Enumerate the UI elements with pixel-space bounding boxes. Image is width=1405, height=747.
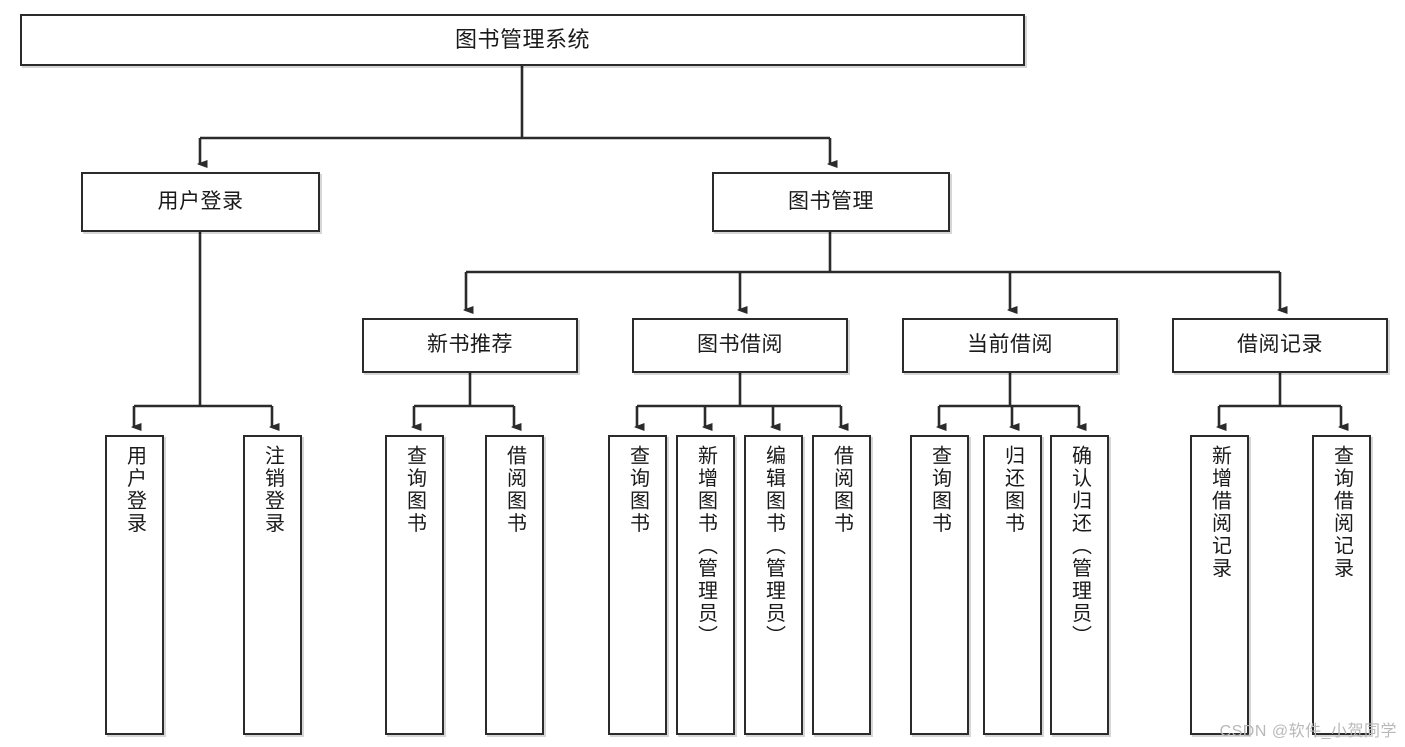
node-leaf-user-login[interactable]: 用户登录: [105, 435, 164, 735]
node-leaf-confirm-return[interactable]: 确认归还（管理员）: [1050, 435, 1109, 735]
node-leaf-add-book[interactable]: 新增图书（管理员）: [676, 435, 735, 735]
node-book-manage-label: 图书管理: [788, 189, 874, 213]
node-leaf-query-book-2-label: 查询图书: [626, 445, 649, 535]
node-user-login-label: 用户登录: [157, 189, 244, 213]
node-leaf-return-book[interactable]: 归还图书: [983, 435, 1042, 735]
node-leaf-user-login-label: 用户登录: [123, 445, 146, 535]
node-leaf-query-book-1-label: 查询图书: [403, 445, 426, 535]
node-leaf-add-record-label: 新增借阅记录: [1208, 445, 1231, 580]
node-leaf-query-record[interactable]: 查询借阅记录: [1312, 435, 1371, 735]
node-leaf-borrow-book-2[interactable]: 借阅图书: [812, 435, 871, 735]
node-leaf-logout-label: 注销登录: [261, 445, 284, 535]
node-book-borrow[interactable]: 图书借阅: [632, 318, 848, 373]
node-leaf-borrow-book-1[interactable]: 借阅图书: [485, 435, 544, 735]
node-leaf-borrow-book-2-label: 借阅图书: [830, 445, 853, 535]
node-leaf-query-book-1[interactable]: 查询图书: [385, 435, 444, 735]
node-leaf-edit-book-label: 编辑图书（管理员）: [762, 445, 785, 648]
node-user-login[interactable]: 用户登录: [81, 172, 320, 232]
node-borrow-record-label: 借阅记录: [1237, 333, 1323, 357]
node-leaf-query-book-2[interactable]: 查询图书: [608, 435, 667, 735]
watermark: CSDN @软件_小贺同学: [1219, 723, 1397, 740]
node-book-borrow-label: 图书借阅: [697, 333, 783, 357]
node-root[interactable]: 图书管理系统: [20, 14, 1025, 66]
node-leaf-add-book-label: 新增图书（管理员）: [694, 445, 717, 648]
node-leaf-return-book-label: 归还图书: [1001, 445, 1024, 535]
node-new-book-recommend-label: 新书推荐: [427, 333, 513, 357]
node-leaf-logout[interactable]: 注销登录: [243, 435, 302, 735]
node-root-label: 图书管理系统: [454, 27, 590, 53]
node-current-borrow-label: 当前借阅: [967, 333, 1053, 357]
node-leaf-query-book-3-label: 查询图书: [928, 445, 951, 535]
node-leaf-confirm-return-label: 确认归还（管理员）: [1068, 445, 1091, 648]
node-leaf-add-record[interactable]: 新增借阅记录: [1190, 435, 1249, 735]
node-current-borrow[interactable]: 当前借阅: [902, 318, 1118, 373]
node-book-manage[interactable]: 图书管理: [712, 172, 950, 232]
node-leaf-query-record-label: 查询借阅记录: [1330, 445, 1353, 580]
node-borrow-record[interactable]: 借阅记录: [1172, 318, 1388, 373]
node-leaf-edit-book[interactable]: 编辑图书（管理员）: [744, 435, 803, 735]
node-leaf-borrow-book-1-label: 借阅图书: [503, 445, 526, 535]
node-new-book-recommend[interactable]: 新书推荐: [362, 318, 578, 373]
node-leaf-query-book-3[interactable]: 查询图书: [910, 435, 969, 735]
